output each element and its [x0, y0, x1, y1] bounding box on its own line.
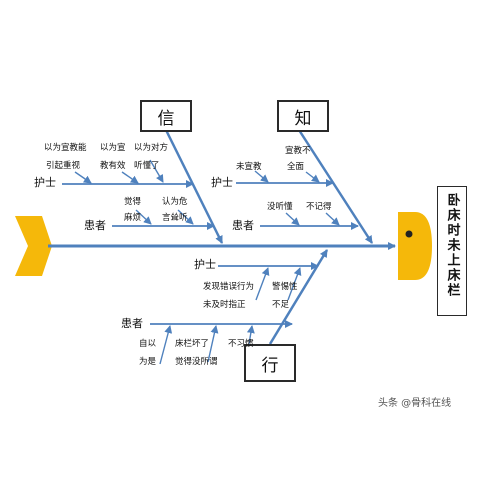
- category-box-xin: 信: [140, 100, 192, 132]
- xing-nurse-label: 护士: [194, 258, 216, 271]
- watermark: 头条 @骨科在线: [378, 398, 452, 409]
- fish-eye: [405, 230, 413, 238]
- xing-patient-cause: 觉得没所谓: [175, 357, 218, 367]
- xing-nurse-cause: 发现错误行为: [203, 282, 255, 292]
- xing-nurse-cause: 未及时指正: [203, 300, 246, 310]
- xing-nurse-cause: 不足: [272, 300, 290, 310]
- xin-patient-cause: 言耸听: [162, 213, 188, 223]
- zhi-nurse-cause: 全面: [287, 162, 305, 172]
- xing-patient-cause: 为是: [139, 357, 157, 367]
- xing-patient-cause: 床栏坏了: [175, 339, 210, 349]
- effect-box: 卧床时未上床栏: [437, 186, 467, 316]
- xin-nurse-cause: 引起重视: [46, 161, 81, 171]
- zhi-patient-cause: 没听懂: [267, 202, 293, 212]
- xing-sub-line: [255, 267, 270, 301]
- bone-zhi: [297, 129, 374, 244]
- zhi-patient-label: 患者: [232, 219, 254, 232]
- xin-nurse-label: 护士: [34, 176, 56, 189]
- xin-patient-cause: 麻烦: [124, 213, 142, 223]
- category-label-xing: 行: [261, 355, 279, 376]
- xing-patient-cause: 不习惯: [228, 339, 254, 349]
- category-box-zhi: 知: [277, 100, 329, 132]
- zhi-patient-cause: 不记得: [306, 202, 332, 212]
- category-label-zhi: 知: [294, 108, 312, 129]
- xin-sub-line: [177, 209, 194, 225]
- zhi-nurse-label: 护士: [211, 176, 233, 189]
- zhi-sub-line: [305, 171, 320, 183]
- xin-nurse-cause: 以为宣教能: [44, 143, 87, 153]
- category-label-xin: 信: [157, 108, 175, 129]
- fish-head: [398, 212, 432, 280]
- xing-sub-line: [287, 267, 302, 301]
- effect-title: 卧床时未上床栏: [444, 193, 460, 298]
- zhi-sub-line: [325, 212, 340, 226]
- xin-patient-label: 患者: [84, 219, 106, 232]
- zhi-nurse-cause: 未宣教: [236, 162, 262, 172]
- xin-sub-line: [135, 209, 152, 225]
- fish-tail: [15, 216, 52, 276]
- xin-patient-cause: 认为危: [162, 197, 188, 207]
- xin-nurse-cause: 以为宣: [100, 143, 126, 153]
- xing-sub-line: [207, 325, 219, 363]
- category-box-xing: 行: [244, 344, 296, 382]
- xin-nurse-cause: 教有效: [100, 161, 126, 171]
- zhi-sub-line: [285, 212, 300, 226]
- xing-nurse-cause: 警惕性: [272, 282, 298, 292]
- bone-xing: [268, 249, 329, 345]
- xing-patient-label: 患者: [121, 317, 143, 330]
- xin-sub-line: [149, 159, 164, 183]
- xin-nurse-cause: 听懂了: [134, 161, 160, 171]
- xin-sub-line: [121, 171, 139, 184]
- xin-sub-line: [74, 171, 92, 184]
- zhi-nurse-cause: 宣教不: [285, 146, 311, 156]
- zhi-sub-line: [254, 170, 269, 183]
- xin-nurse-cause: 以为对方: [134, 143, 169, 153]
- xing-patient-cause: 自以: [139, 339, 157, 349]
- xin-patient-cause: 觉得: [124, 197, 142, 207]
- xing-sub-line: [159, 325, 173, 365]
